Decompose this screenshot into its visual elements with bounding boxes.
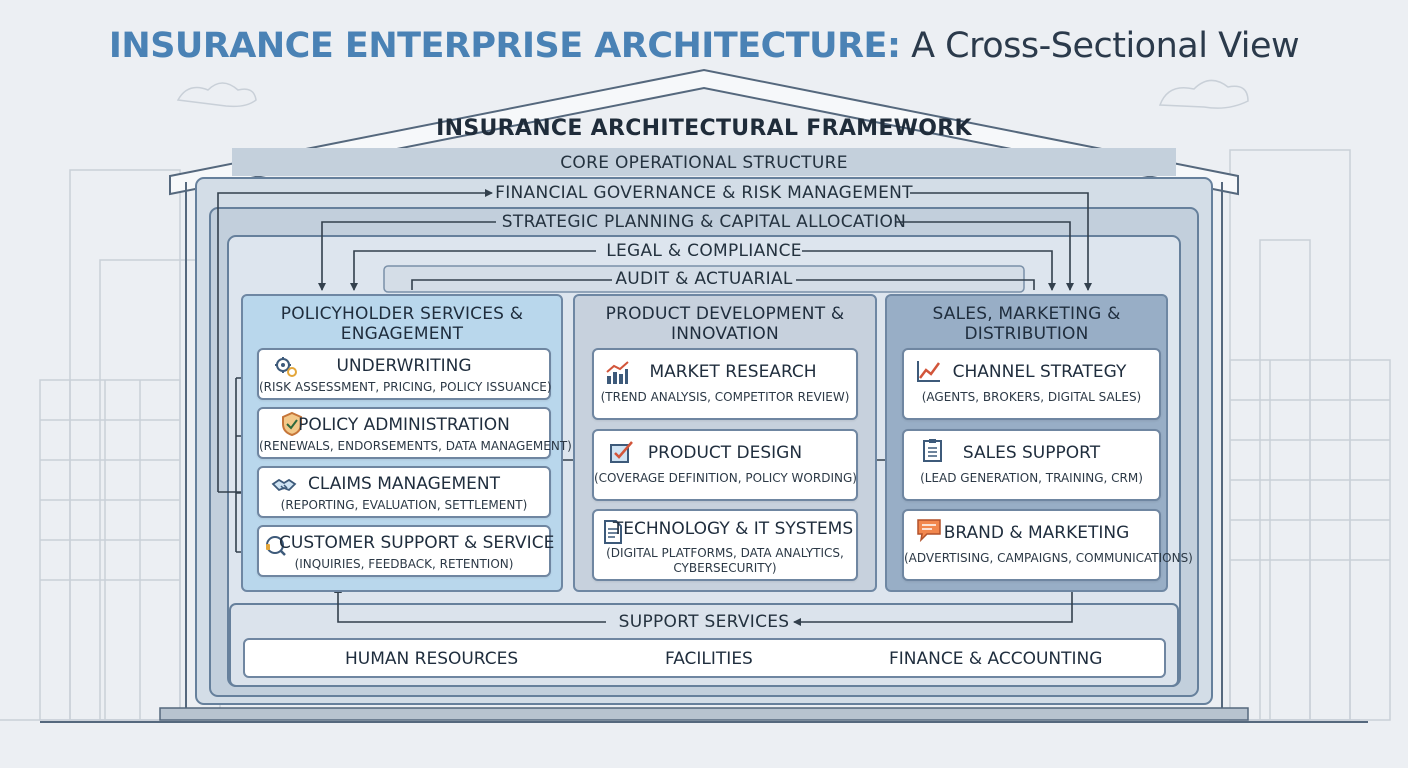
column-sales-marketing: SALES, MARKETING & DISTRIBUTION CHANNEL … bbox=[885, 294, 1193, 592]
card-subtitle: (ADVERTISING, CAMPAIGNS, COMMUNICATIONS) bbox=[904, 551, 1193, 565]
document-icon bbox=[604, 520, 622, 544]
band-legal-compliance: LEGAL & COMPLIANCE bbox=[606, 241, 802, 261]
skyline-right bbox=[1158, 79, 1391, 721]
card-title: SALES SUPPORT bbox=[962, 443, 1101, 463]
checkbox-icon bbox=[610, 441, 633, 463]
band-financial-governance: FINANCIAL GOVERNANCE & RISK MANAGEMENT bbox=[495, 183, 913, 203]
card-technology-it[interactable]: TECHNOLOGY & IT SYSTEMS (DIGITAL PLATFOR… bbox=[592, 509, 858, 581]
title-main: INSURANCE ENTERPRISE ARCHITECTURE: bbox=[108, 26, 901, 66]
support-services-label: SUPPORT SERVICES bbox=[618, 612, 790, 632]
speech-bubble-icon bbox=[917, 519, 941, 543]
column-title: PRODUCT DEVELOPMENT & INNOVATION bbox=[605, 304, 845, 344]
card-title: CHANNEL STRATEGY bbox=[952, 362, 1127, 382]
card-title: CLAIMS MANAGEMENT bbox=[307, 474, 500, 494]
card-subtitle: (LEAD GENERATION, TRAINING, CRM) bbox=[920, 471, 1143, 485]
foundation bbox=[159, 707, 1249, 721]
column-title: SALES, MARKETING & DISTRIBUTION bbox=[932, 304, 1121, 344]
support-services-box: HUMAN RESOURCES FACILITIES FINANCE & ACC… bbox=[243, 638, 1166, 678]
card-title: PRODUCT DESIGN bbox=[647, 443, 803, 463]
card-subtitle: (RISK ASSESSMENT, PRICING, POLICY ISSUAN… bbox=[259, 380, 552, 394]
column-policyholder-services: POLICYHOLDER SERVICES & ENGAGEMENT UNDER… bbox=[241, 294, 572, 592]
card-title: MARKET RESEARCH bbox=[649, 362, 817, 382]
bar-chart-icon bbox=[606, 361, 629, 384]
trend-line-icon bbox=[917, 361, 941, 382]
card-subtitle: (RENEWALS, ENDORSEMENTS, DATA MANAGEMENT… bbox=[259, 439, 572, 453]
page-title: INSURANCE ENTERPRISE ARCHITECTURE: A Cro… bbox=[0, 22, 1408, 70]
card-market-research[interactable]: MARKET RESEARCH (TREND ANALYSIS, COMPETI… bbox=[592, 348, 858, 420]
card-brand-marketing[interactable]: BRAND & MARKETING (ADVERTISING, CAMPAIGN… bbox=[902, 509, 1193, 581]
card-subtitle: (AGENTS, BROKERS, DIGITAL SALES) bbox=[921, 390, 1142, 404]
card-subtitle: (INQUIRIES, FEEDBACK, RETENTION) bbox=[294, 557, 514, 571]
clipboard-icon bbox=[923, 439, 942, 462]
card-subtitle-line2: CYBERSECURITY) bbox=[673, 561, 777, 575]
card-subtitle: (COVERAGE DEFINITION, POLICY WORDING) bbox=[594, 471, 857, 485]
card-title: UNDERWRITING bbox=[336, 356, 472, 376]
band-audit-actuarial: AUDIT & ACTUARIAL bbox=[615, 269, 793, 289]
band-strategic-planning: STRATEGIC PLANNING & CAPITAL ALLOCATION bbox=[501, 212, 907, 232]
card-subtitle: (DIGITAL PLATFORMS, DATA ANALYTICS, bbox=[606, 546, 844, 560]
column-product-development: PRODUCT DEVELOPMENT & INNOVATION MARKET … bbox=[573, 294, 877, 592]
handshake-icon bbox=[271, 478, 297, 492]
card-channel-strategy[interactable]: CHANNEL STRATEGY (AGENTS, BROKERS, DIGIT… bbox=[902, 348, 1161, 420]
card-underwriting[interactable]: UNDERWRITING (RISK ASSESSMENT, PRICING, … bbox=[257, 348, 552, 400]
column-title: POLICYHOLDER SERVICES & ENGAGEMENT bbox=[280, 304, 524, 344]
card-title: CUSTOMER SUPPORT & SERVICE bbox=[279, 533, 555, 553]
card-policy-administration[interactable]: POLICY ADMINISTRATION (RENEWALS, ENDORSE… bbox=[257, 407, 572, 459]
card-claims-management[interactable]: CLAIMS MANAGEMENT (REPORTING, EVALUATION… bbox=[257, 466, 551, 518]
support-item-facilities[interactable]: FACILITIES bbox=[665, 649, 753, 669]
card-subtitle: (REPORTING, EVALUATION, SETTLEMENT) bbox=[280, 498, 528, 512]
card-customer-support[interactable]: CUSTOMER SUPPORT & SERVICE (INQUIRIES, F… bbox=[257, 525, 555, 577]
roof bbox=[169, 68, 1239, 196]
card-sales-support[interactable]: SALES SUPPORT (LEAD GENERATION, TRAINING… bbox=[902, 429, 1161, 501]
card-title: POLICY ADMINISTRATION bbox=[298, 415, 510, 435]
card-product-design[interactable]: PRODUCT DESIGN (COVERAGE DEFINITION, POL… bbox=[592, 429, 858, 501]
support-item-finance-accounting[interactable]: FINANCE & ACCOUNTING bbox=[889, 649, 1103, 669]
gears-icon bbox=[275, 357, 297, 377]
card-subtitle: (TREND ANALYSIS, COMPETITOR REVIEW) bbox=[600, 390, 850, 404]
skyline-left bbox=[0, 82, 257, 721]
shield-check-icon bbox=[282, 411, 302, 437]
title-rest: A Cross-Sectional View bbox=[911, 26, 1300, 66]
support-item-human-resources[interactable]: HUMAN RESOURCES bbox=[345, 649, 519, 669]
headset-icon bbox=[266, 536, 286, 556]
band-core-operational: CORE OPERATIONAL STRUCTURE bbox=[560, 153, 848, 173]
card-title: BRAND & MARKETING bbox=[943, 523, 1130, 543]
framework-label: INSURANCE ARCHITECTURAL FRAMEWORK bbox=[436, 116, 972, 141]
card-title: TECHNOLOGY & IT SYSTEMS bbox=[612, 519, 854, 539]
